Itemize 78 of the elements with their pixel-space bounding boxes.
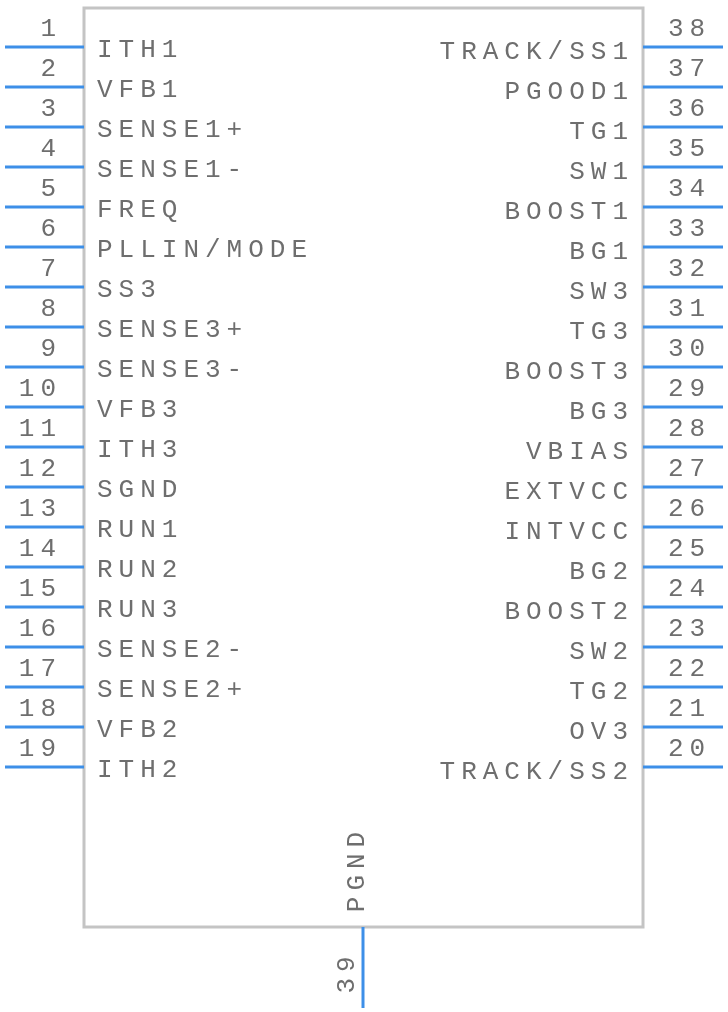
- pin-number: 20: [668, 735, 712, 763]
- pin-number: 3: [40, 95, 62, 123]
- pin-number: 4: [40, 135, 62, 163]
- pin-number: 28: [668, 415, 712, 443]
- pin-number: 21: [668, 695, 712, 723]
- pin-number: 34: [668, 175, 712, 203]
- pin-name: SW1: [569, 158, 634, 186]
- pin-name: SENSE2+: [97, 676, 249, 704]
- pin-number: 32: [668, 255, 712, 283]
- pin-name: ITH1: [97, 36, 184, 64]
- pin-name: BG1: [569, 238, 634, 266]
- pin-name: SENSE1-: [97, 156, 249, 184]
- pin-name: SW2: [569, 638, 634, 666]
- pin-name: TRACK/SS1: [439, 38, 634, 66]
- pin-number: 33: [668, 215, 712, 243]
- pin-name: BG2: [569, 558, 634, 586]
- pin-number: 6: [40, 215, 62, 243]
- pin-name: FREQ: [97, 196, 184, 224]
- pin-name: TRACK/SS2: [439, 758, 634, 786]
- pin-number: 35: [668, 135, 712, 163]
- pin-number: 11: [18, 415, 62, 443]
- pin-number: 1: [40, 15, 62, 43]
- pin-name: SS3: [97, 276, 162, 304]
- pin-name: SENSE2-: [97, 636, 249, 664]
- pin-name: RUN2: [97, 556, 184, 584]
- pin-name: VBIAS: [526, 438, 634, 466]
- pin-name: TG1: [569, 118, 634, 146]
- pin-number: 23: [668, 615, 712, 643]
- pin-name: BOOST1: [504, 198, 634, 226]
- pin-name: RUN1: [97, 516, 184, 544]
- pin-name: SENSE1+: [97, 116, 249, 144]
- pin-name: SW3: [569, 278, 634, 306]
- pin-number: 17: [18, 655, 62, 683]
- pin-name: PGOOD1: [504, 78, 634, 106]
- pin-name: SENSE3+: [97, 316, 249, 344]
- pin-number: 8: [40, 295, 62, 323]
- pin-number: 9: [40, 335, 62, 363]
- pin-number: 25: [668, 535, 712, 563]
- pin-name: ITH2: [97, 756, 184, 784]
- pin-name: PGND: [343, 825, 372, 913]
- pin-number: 19: [18, 735, 62, 763]
- pin-name: ITH3: [97, 436, 184, 464]
- pin-number: 29: [668, 375, 712, 403]
- pin-name: TG2: [569, 678, 634, 706]
- pin-name: BOOST2: [504, 598, 634, 626]
- pin-number: 7: [40, 255, 62, 283]
- pin-number: 26: [668, 495, 712, 523]
- pin-number: 38: [668, 15, 712, 43]
- pin-number: 22: [668, 655, 712, 683]
- pin-number: 24: [668, 575, 712, 603]
- pin-number: 37: [668, 55, 712, 83]
- pin-name: BOOST3: [504, 358, 634, 386]
- pin-name: TG3: [569, 318, 634, 346]
- pin-number: 31: [668, 295, 712, 323]
- pin-number: 36: [668, 95, 712, 123]
- pin-number: 13: [18, 495, 62, 523]
- pin-name: RUN3: [97, 596, 184, 624]
- pin-name: VFB3: [97, 396, 184, 424]
- pin-name: PLLIN/MODE: [97, 236, 314, 264]
- pin-number: 27: [668, 455, 712, 483]
- pin-number: 10: [18, 375, 62, 403]
- pin-number: 5: [40, 175, 62, 203]
- pin-name: VFB1: [97, 76, 184, 104]
- pin-number: 12: [18, 455, 62, 483]
- pin-name: BG3: [569, 398, 634, 426]
- pin-number: 2: [40, 55, 62, 83]
- pin-name: EXTVCC: [504, 478, 634, 506]
- pin-number: 15: [18, 575, 62, 603]
- pin-number: 30: [668, 335, 712, 363]
- pin-number: 39: [332, 950, 361, 994]
- pin-name: SGND: [97, 476, 184, 504]
- pin-name: INTVCC: [504, 518, 634, 546]
- pin-number: 16: [18, 615, 62, 643]
- pin-number: 14: [18, 535, 62, 563]
- pin-name: SENSE3-: [97, 356, 249, 384]
- pin-name: OV3: [569, 718, 634, 746]
- pin-name: VFB2: [97, 716, 184, 744]
- pin-number: 18: [18, 695, 62, 723]
